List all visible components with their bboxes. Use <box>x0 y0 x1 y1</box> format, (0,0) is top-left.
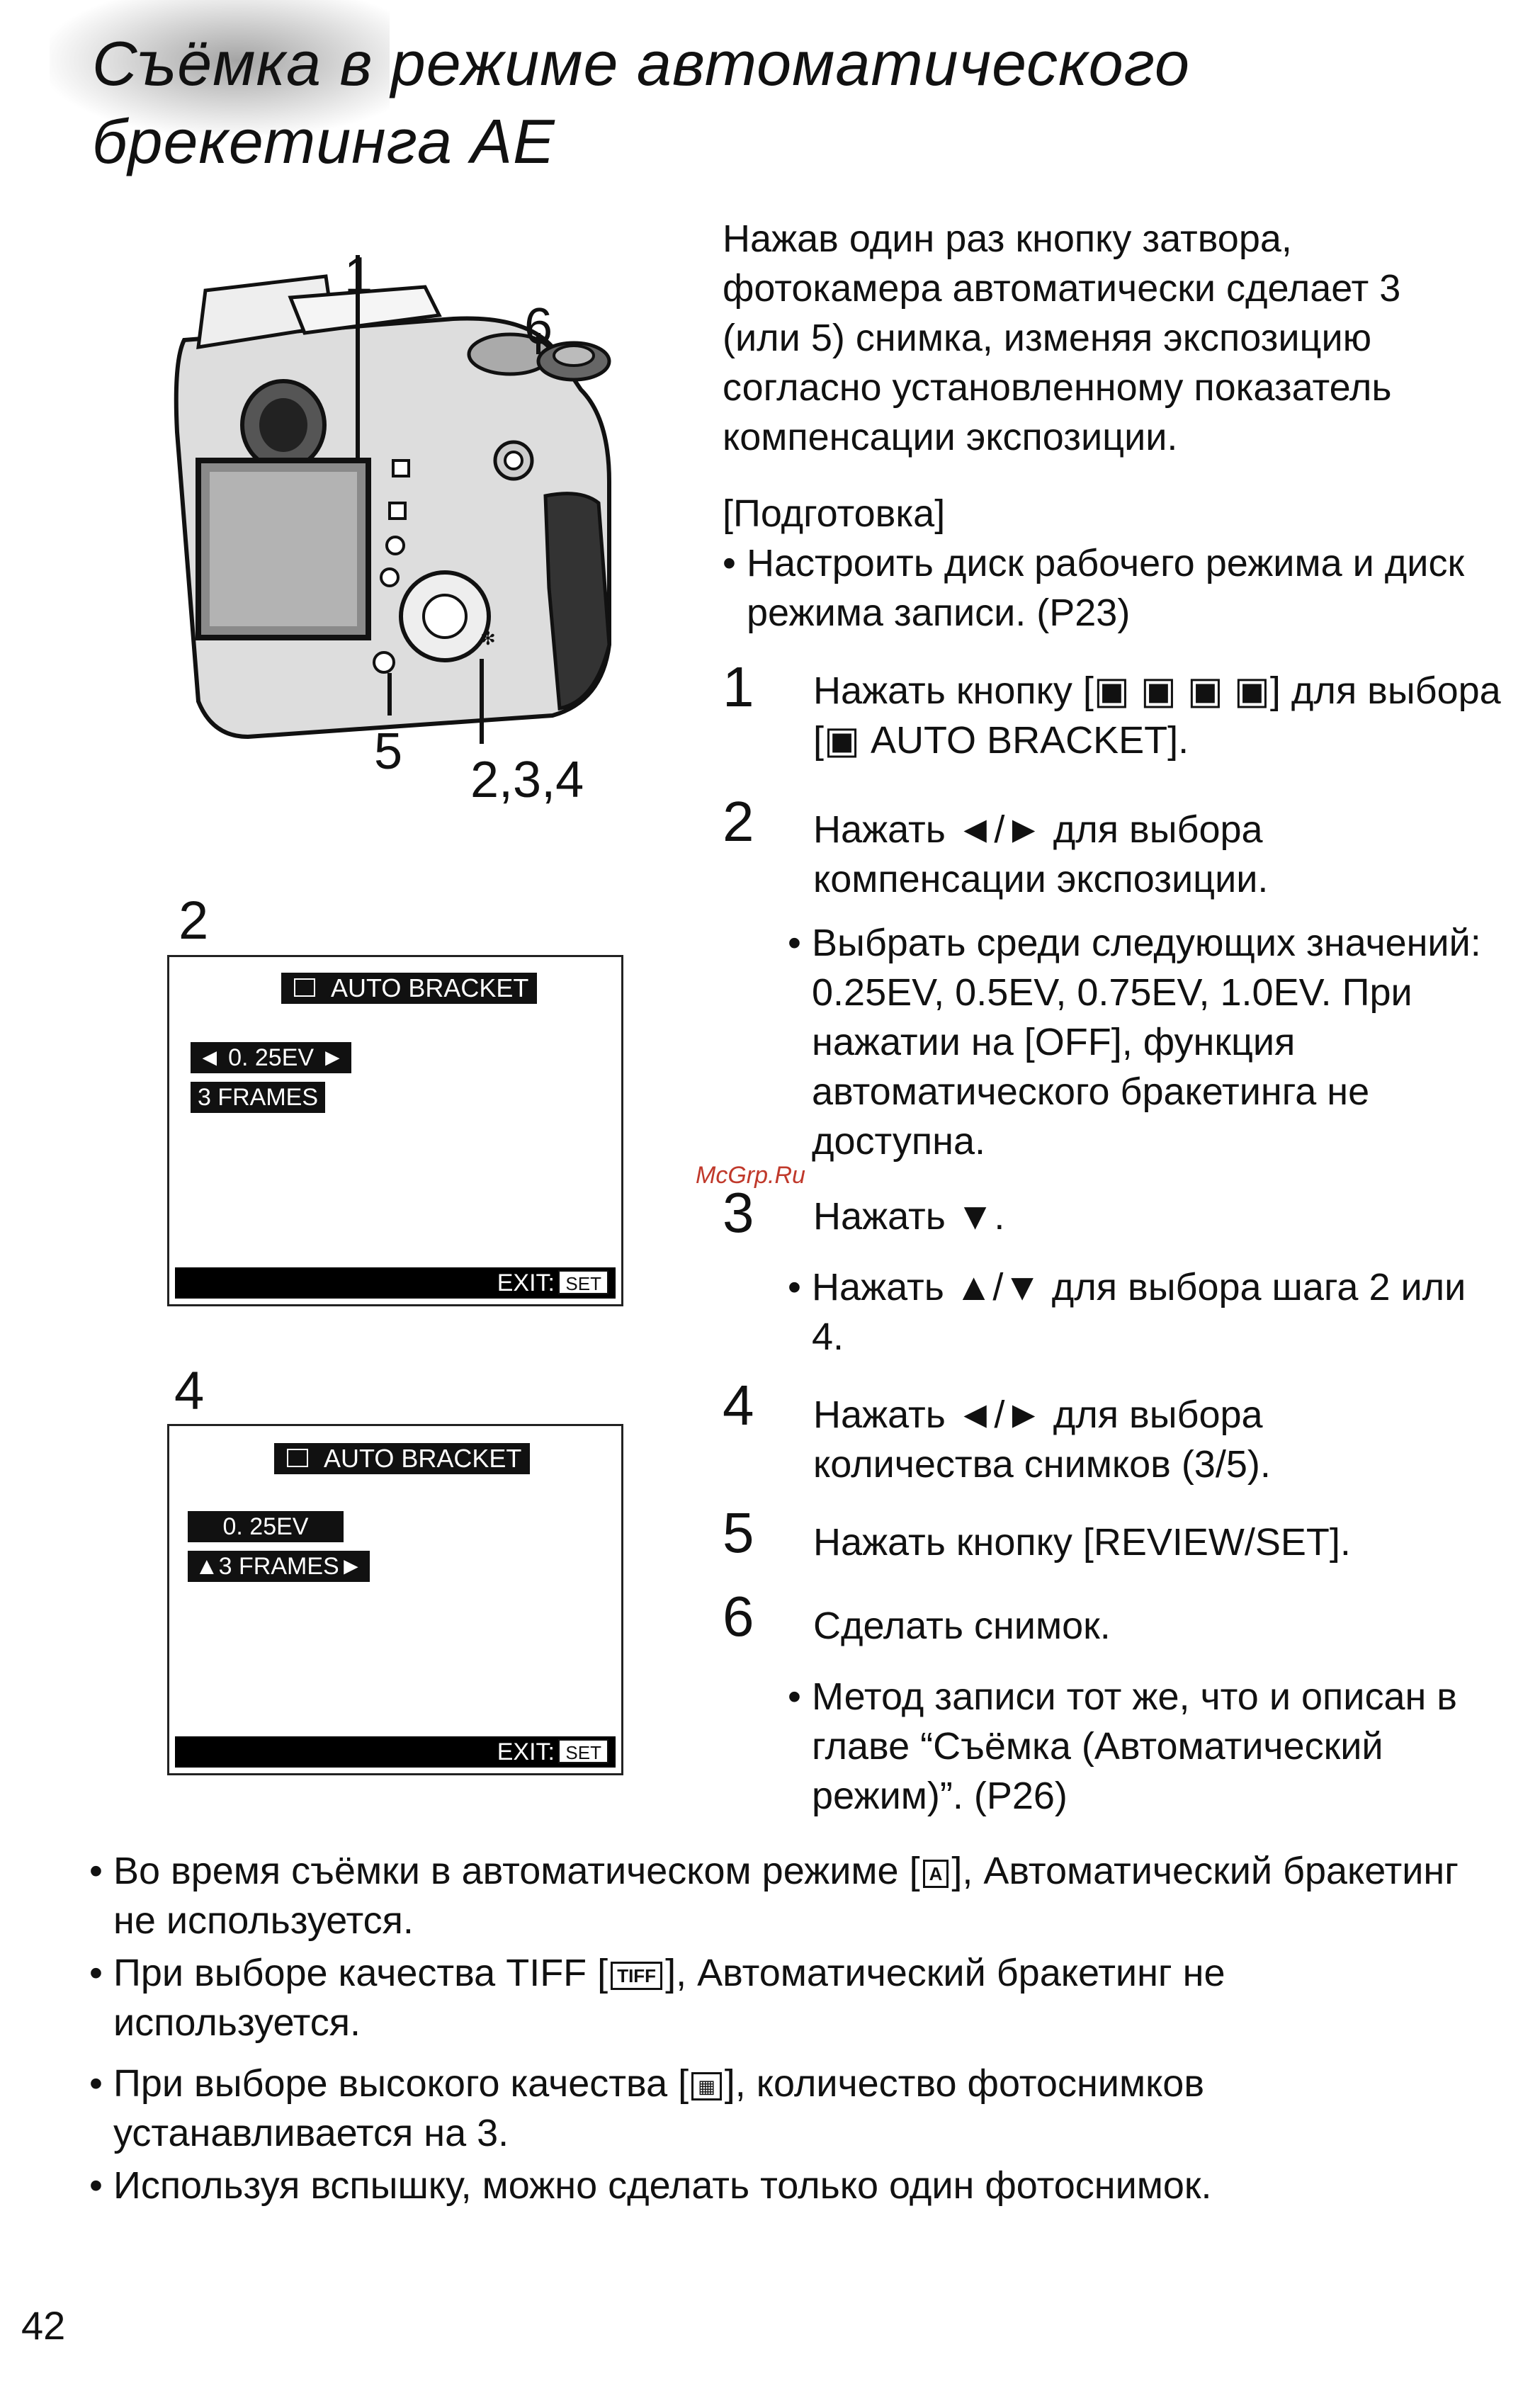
screen-b-frames: ▲3 FRAMES► <box>188 1551 370 1582</box>
note-4: • Используя вспышку, можно сделать тольк… <box>89 2164 1212 2207</box>
screen-b-ev-value: 0. 25EV <box>188 1511 344 1542</box>
camera-illustration: ✻ <box>174 255 611 744</box>
step-2-number: 2 <box>723 790 754 853</box>
note-2: • При выборе качества TIFF [TIFF], Автом… <box>89 1952 1225 2044</box>
camera-label-1: 1 <box>344 247 373 304</box>
step-5-number: 5 <box>723 1501 754 1564</box>
step-3-text: Нажать ▼. <box>813 1195 1005 1238</box>
step-4-number: 4 <box>723 1374 754 1437</box>
camera-label-234: 2,3,4 <box>470 752 584 808</box>
camera-label-5: 5 <box>374 723 403 780</box>
camera-label-6: 6 <box>524 298 553 355</box>
step-3-number: 3 <box>723 1181 754 1244</box>
step-6-text: Сделать снимок. <box>813 1605 1111 1647</box>
screen-b-set-icon: SET <box>558 1739 608 1763</box>
intro-paragraph: Нажав один раз кнопку затвора, фотокамер… <box>723 217 1401 458</box>
screen-b-footer: EXIT: SET <box>175 1736 616 1768</box>
screen-a-set-icon: SET <box>558 1270 608 1294</box>
screen-a: AUTO BRACKET ◄ 0. 25EV ► 3 FRAMES EXIT: … <box>167 955 623 1306</box>
screen-a-exit: EXIT: <box>497 1270 555 1296</box>
svg-text:✻: ✻ <box>480 628 496 650</box>
step-1-number: 1 <box>723 655 754 718</box>
screen-b-exit: EXIT: <box>497 1738 555 1765</box>
screen-b-header: AUTO BRACKET <box>274 1443 531 1474</box>
step-1-text: Нажать кнопку [▣ ▣ ▣ ▣] для выбора [▣ AU… <box>813 669 1501 762</box>
note-1: • Во время съёмки в автоматическом режим… <box>89 1850 1459 1942</box>
auto-mode-icon: A <box>922 1859 949 1888</box>
high-quality-icon: ▦ <box>691 2071 722 2101</box>
title-shading <box>50 0 390 135</box>
page-title-line1: Съёмка в режиме автоматического <box>92 28 1190 98</box>
screen-b: AUTO BRACKET 0. 25EV ▲3 FRAMES► EXIT: SE… <box>167 1424 623 1775</box>
preparation-heading: [Подготовка] <box>723 492 946 535</box>
step-3-bullet: •Нажать ▲/▼ для выбора шага 2 или 4. <box>788 1266 1466 1358</box>
note-3: • При выборе высокого качества [▦], коли… <box>89 2062 1205 2154</box>
tiff-icon: TIFF <box>611 1961 663 1990</box>
step-6-bullet: •Метод записи тот же, что и описан в гла… <box>788 1675 1457 1817</box>
page-title-line2: брекетинга AE <box>92 106 555 176</box>
screen-a-header: AUTO BRACKET <box>281 973 538 1004</box>
step-6-number: 6 <box>723 1585 754 1648</box>
preparation-bullet: •Настроить диск рабочего режима и диск р… <box>723 542 1465 634</box>
step-2-text: Нажать ◄/► для выбора компенсации экспоз… <box>813 808 1269 900</box>
screen-a-footer: EXIT: SET <box>175 1267 616 1299</box>
screen-a-ev-value: ◄ 0. 25EV ► <box>191 1042 352 1073</box>
screen-b-label: 4 <box>174 1361 205 1421</box>
bracket-icon <box>294 978 315 997</box>
bracket-icon <box>287 1449 308 1467</box>
watermark: McGrp.Ru <box>696 1162 805 1189</box>
step-2-bullet: •Выбрать среди следующих значений: 0.25E… <box>788 922 1481 1163</box>
step-4-text: Нажать ◄/► для выбора количества снимков… <box>813 1393 1271 1486</box>
screen-a-label: 2 <box>179 890 209 951</box>
step-5-text: Нажать кнопку [REVIEW/SET]. <box>813 1521 1351 1564</box>
screen-a-frames: 3 FRAMES <box>191 1082 326 1113</box>
page-number: 42 <box>21 2303 66 2348</box>
